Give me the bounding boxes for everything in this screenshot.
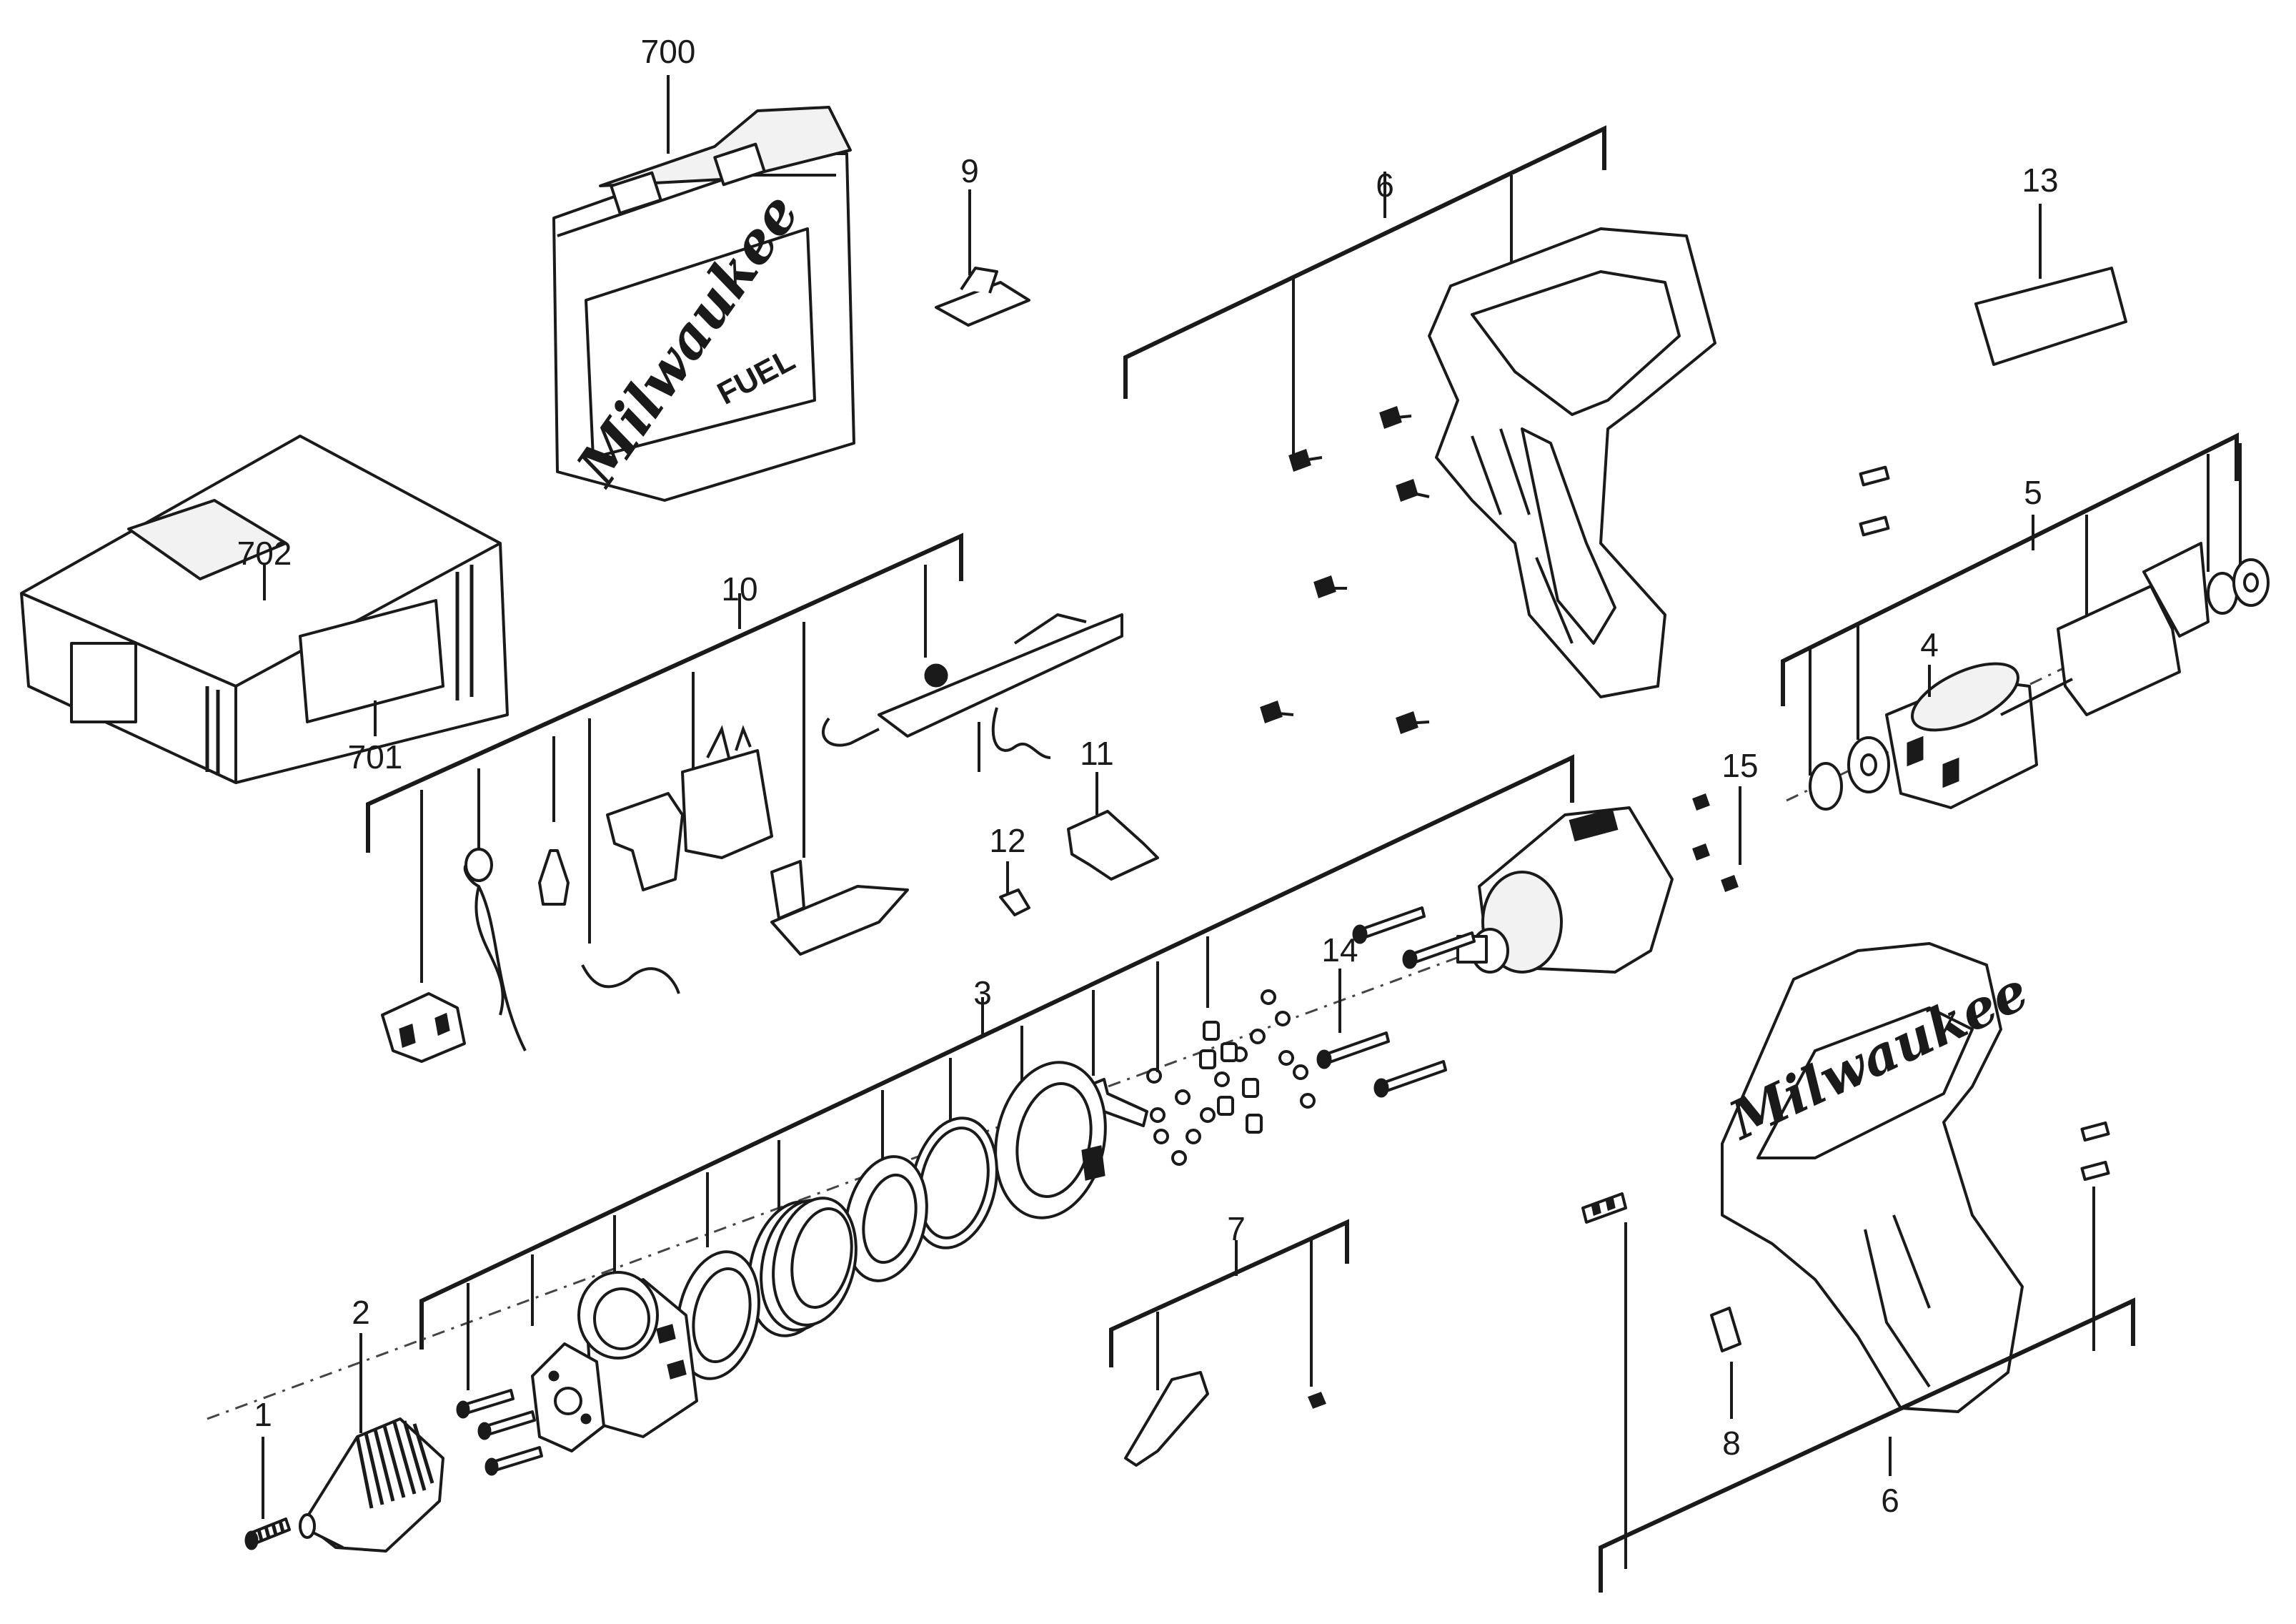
nameplate-label xyxy=(1974,267,2127,366)
label-10: 10 xyxy=(721,570,757,608)
label-6-upper: 6 xyxy=(1376,167,1394,204)
bracket-7 xyxy=(1109,1219,1349,1367)
chuck-mount-screws xyxy=(456,1389,543,1476)
carry-case-closed: Milwaukee FUEL xyxy=(552,106,855,502)
clutch-cam-ring xyxy=(844,1155,928,1282)
lead-wire xyxy=(581,964,680,994)
gearbox-long-screws xyxy=(1316,906,1476,1098)
belt-clip xyxy=(1124,1371,1209,1467)
motor-rotor xyxy=(2000,542,2210,716)
label-14: 14 xyxy=(1321,931,1358,969)
housing-screws-upper xyxy=(1260,406,1430,734)
clutch-nut xyxy=(676,1250,760,1380)
label-15: 15 xyxy=(1721,747,1758,784)
clutch-balls xyxy=(1146,989,1316,1166)
label-5: 5 xyxy=(2024,474,2042,511)
storage-case-open xyxy=(20,435,509,784)
bracket-10 xyxy=(366,533,963,853)
motor-stator xyxy=(1885,662,2038,809)
label-12: 12 xyxy=(989,822,1025,859)
chuck-retaining-plate xyxy=(531,1342,605,1452)
wire-connector xyxy=(538,849,570,906)
bracket-5 xyxy=(1781,432,2239,706)
label-9: 9 xyxy=(960,152,979,189)
label-4: 4 xyxy=(1920,626,1939,663)
gearbox-screws xyxy=(1692,793,1739,892)
label-13: 13 xyxy=(2022,162,2058,199)
label-700: 700 xyxy=(641,33,696,70)
housing-small-parts xyxy=(1581,1121,2110,1224)
label-11: 11 xyxy=(1080,735,1114,772)
dowel-pins xyxy=(1859,465,1890,537)
bracket-6-upper xyxy=(1123,125,1606,399)
thermistor-wire xyxy=(463,862,527,1051)
battery-terminal-block xyxy=(381,992,466,1063)
bracket-6-lower xyxy=(1599,1297,2135,1593)
chuck-screw xyxy=(244,1517,291,1550)
clutch-ring-housing xyxy=(994,1061,1107,1219)
trigger-switch xyxy=(606,725,773,891)
clutch-spring-coil xyxy=(747,1197,858,1337)
lens-part xyxy=(1710,1307,1741,1352)
control-pcb xyxy=(821,613,1123,772)
label-701: 701 xyxy=(348,738,403,776)
keyless-chuck xyxy=(299,1417,444,1553)
bracket-3 xyxy=(419,754,1574,1350)
label-702: 702 xyxy=(237,535,292,572)
housing-half-right: Milwaukee xyxy=(1719,942,2037,1413)
housing-half-left xyxy=(1428,227,1716,698)
belt-clip-screw xyxy=(1308,1392,1326,1409)
label-8: 8 xyxy=(1722,1425,1741,1462)
label-2: 2 xyxy=(352,1294,370,1331)
clutch-springs xyxy=(1199,1021,1263,1134)
thermistor-loop xyxy=(464,848,493,882)
label-1: 1 xyxy=(254,1396,272,1433)
spring-clip-part xyxy=(999,888,1030,916)
belt-clip-part xyxy=(935,267,1030,327)
label-3: 3 xyxy=(973,974,992,1011)
label-6-lower: 6 xyxy=(1881,1482,1899,1519)
trigger-pcb-disc xyxy=(770,860,909,956)
label-7: 7 xyxy=(1227,1210,1246,1247)
direction-switch xyxy=(1067,810,1159,881)
motor-bearings xyxy=(1809,558,2270,811)
torque-adjust-collar xyxy=(577,1271,698,1438)
gearbox-assembly xyxy=(1456,806,1674,974)
